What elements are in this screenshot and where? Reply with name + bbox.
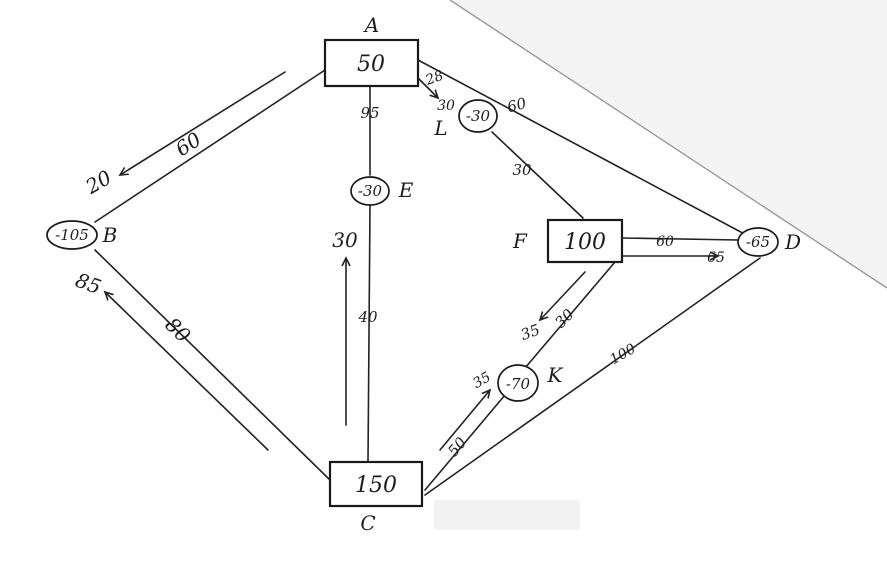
node-a-label: A xyxy=(363,13,379,37)
node-e-label: E xyxy=(398,178,414,202)
node-l-circle xyxy=(458,99,498,133)
edge-a-l-cost: 28 xyxy=(423,68,446,90)
edge-f-k xyxy=(524,261,616,369)
edge-a-l-flow: 30 xyxy=(437,98,455,114)
flow-arrow-a-l xyxy=(417,77,438,98)
edge-a-b xyxy=(94,69,326,223)
node-f-value: 100 xyxy=(564,230,606,255)
node-d-value: -65 xyxy=(746,233,770,251)
edge-f-d xyxy=(621,237,739,241)
edge-l-f-cost: 30 xyxy=(512,161,532,179)
node-b-value: -105 xyxy=(55,226,89,244)
node-k-circle xyxy=(497,364,539,402)
node-f-box xyxy=(546,218,624,264)
edge-c-k-cost: 50 xyxy=(444,433,470,460)
edge-f-d-cost: 60 xyxy=(656,234,674,250)
node-a-value: 50 xyxy=(357,52,385,77)
edge-a-b-flow: 20 xyxy=(81,165,116,199)
flow-arrow-a-b xyxy=(120,71,286,175)
node-k-value: -70 xyxy=(506,375,531,393)
edge-b-c-flow: 85 xyxy=(72,268,104,299)
flow-arrow-c-k xyxy=(439,390,490,451)
edge-f-k-cost: 30 xyxy=(551,305,578,332)
edge-a-d xyxy=(417,59,753,239)
faint-stamp xyxy=(434,500,580,530)
flow-arrow-f-k xyxy=(540,271,586,320)
edge-f-k-flow: 35 xyxy=(518,321,542,344)
page-fold-edge xyxy=(449,0,887,289)
node-d-label: D xyxy=(784,230,801,254)
node-c-label: C xyxy=(360,511,375,535)
edge-e-c-flow: 30 xyxy=(332,228,358,252)
node-a-box xyxy=(323,38,420,88)
node-f-label: F xyxy=(512,229,528,253)
edge-c-k-flow: 35 xyxy=(470,369,494,392)
edge-c-d xyxy=(424,257,761,496)
node-b-label: B xyxy=(102,223,118,247)
node-l-value: -30 xyxy=(466,107,491,125)
edge-a-b-cost: 60 xyxy=(171,127,206,161)
edge-c-k xyxy=(424,394,506,491)
edge-c-d-cost: 100 xyxy=(607,341,638,368)
node-d-circle xyxy=(737,227,779,257)
edge-a-d-cost: 60 xyxy=(505,94,529,116)
edge-b-c xyxy=(94,249,331,481)
node-c-box xyxy=(328,460,424,508)
edge-l-f xyxy=(491,131,584,219)
node-k-label: K xyxy=(547,363,564,387)
node-c-value: 150 xyxy=(355,473,397,498)
flow-arrow-c-b xyxy=(105,292,269,451)
edge-e-c xyxy=(367,204,371,463)
node-e-value: -30 xyxy=(358,182,383,200)
node-e-circle xyxy=(350,176,390,206)
edge-e-c-cost: 40 xyxy=(357,308,378,326)
node-b-circle xyxy=(46,220,98,250)
node-l-label: L xyxy=(433,116,447,140)
edge-a-e-cost: 95 xyxy=(360,104,379,122)
edge-f-d-flow: 65 xyxy=(707,250,725,266)
